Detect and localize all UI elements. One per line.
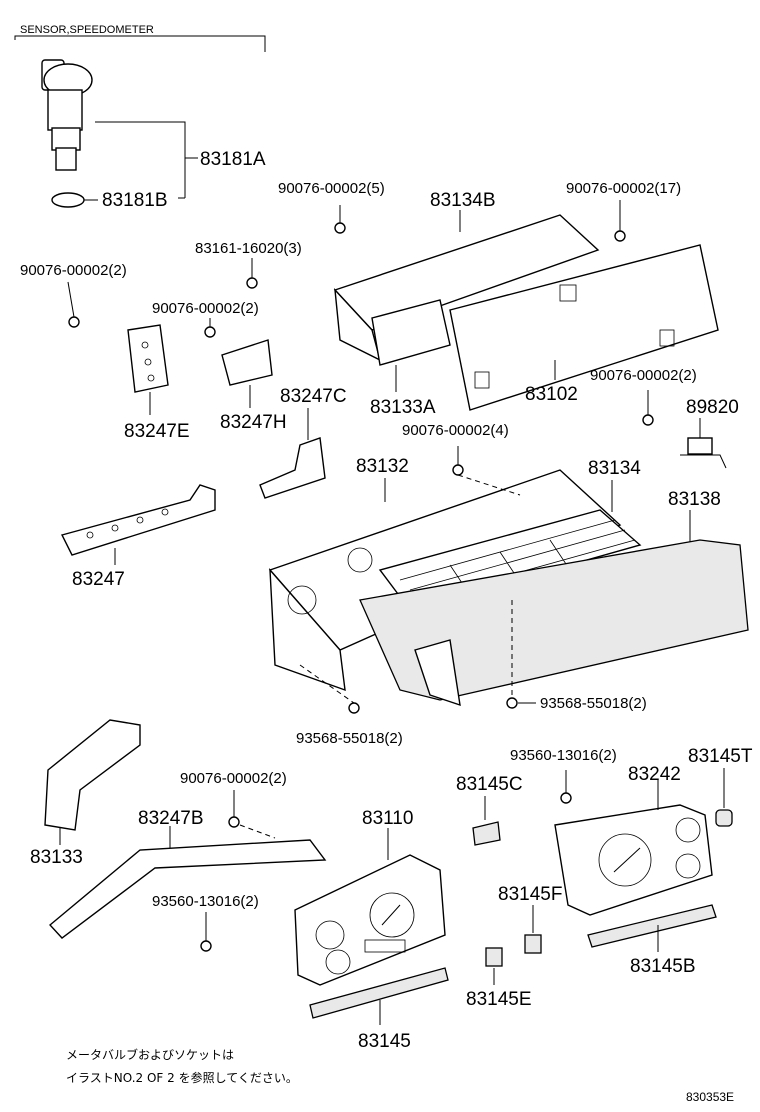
part-83145-lens-strip [309, 967, 449, 1025]
label-90076-2a: 90076-00002(2) [20, 262, 127, 279]
label-90076-2b: 90076-00002(2) [152, 300, 259, 317]
screw-icons [67, 200, 654, 952]
part-83247C [259, 408, 326, 499]
label-93560-2b: 93560-13016(2) [152, 893, 259, 910]
part-83133 [44, 719, 141, 845]
diagram-code: 830353E [686, 1090, 734, 1104]
label-83133A: 83133A [370, 397, 436, 418]
label-90076-4: 90076-00002(4) [402, 422, 509, 439]
label-83145T: 83145T [688, 746, 753, 767]
part-83242-gauge-face [554, 780, 713, 916]
label-93568-2a: 93568-55018(2) [296, 730, 403, 747]
label-83145E: 83145E [466, 989, 532, 1010]
label-89820: 89820 [686, 397, 739, 418]
label-83247H: 83247H [220, 412, 287, 433]
label-83247: 83247 [72, 569, 125, 590]
part-83145E [485, 947, 503, 985]
label-83181A: 83181A [200, 149, 266, 170]
note-line-2: イラストNO.2 OF 2 を参照してください。 [66, 1070, 298, 1085]
label-83134: 83134 [588, 458, 641, 479]
header-bracket: SENSOR,SPEEDOMETER [14, 24, 266, 52]
part-89820 [680, 418, 727, 469]
part-83133A [371, 299, 451, 392]
speedometer-sensor [41, 59, 198, 208]
label-90076-5: 90076-00002(5) [278, 180, 385, 197]
label-90076-2d: 90076-00002(2) [180, 770, 287, 787]
label-83181B: 83181B [102, 190, 168, 211]
label-90076-17: 90076-00002(17) [566, 180, 681, 197]
part-83247 [60, 484, 216, 565]
label-83102: 83102 [525, 384, 578, 405]
label-90076-2c: 90076-00002(2) [590, 367, 697, 384]
header-title: SENSOR,SPEEDOMETER [20, 24, 154, 36]
label-83132: 83132 [356, 456, 409, 477]
part-83145F [524, 905, 542, 954]
label-83134B: 83134B [430, 190, 496, 211]
label-83247E: 83247E [124, 421, 190, 442]
label-83145B: 83145B [630, 956, 696, 977]
part-83145C [472, 796, 501, 846]
part-83102-circuit-board [449, 244, 719, 411]
part-83145T [715, 768, 733, 827]
label-83161: 83161-16020(3) [195, 240, 302, 257]
part-83145B-lens-strip [587, 904, 717, 952]
label-83110: 83110 [362, 808, 413, 829]
note-line-1: メータバルブおよびソケットは [66, 1047, 234, 1062]
label-93560-2a: 93560-13016(2) [510, 747, 617, 764]
label-83247C: 83247C [280, 386, 347, 407]
label-83138: 83138 [668, 489, 721, 510]
part-83247B [48, 824, 327, 939]
part-83247E [127, 324, 169, 415]
label-83242: 83242 [628, 764, 681, 785]
label-93568-2b: 93568-55018(2) [540, 695, 647, 712]
label-83133: 83133 [30, 847, 83, 868]
label-83145C: 83145C [456, 774, 523, 795]
part-83138-bezel [359, 510, 749, 707]
part-83110-gauge-face [294, 828, 446, 986]
label-83145: 83145 [358, 1031, 411, 1052]
label-83247B: 83247B [138, 808, 204, 829]
part-83134B [333, 210, 600, 362]
part-83247H [221, 339, 273, 408]
label-83145F: 83145F [498, 884, 562, 905]
